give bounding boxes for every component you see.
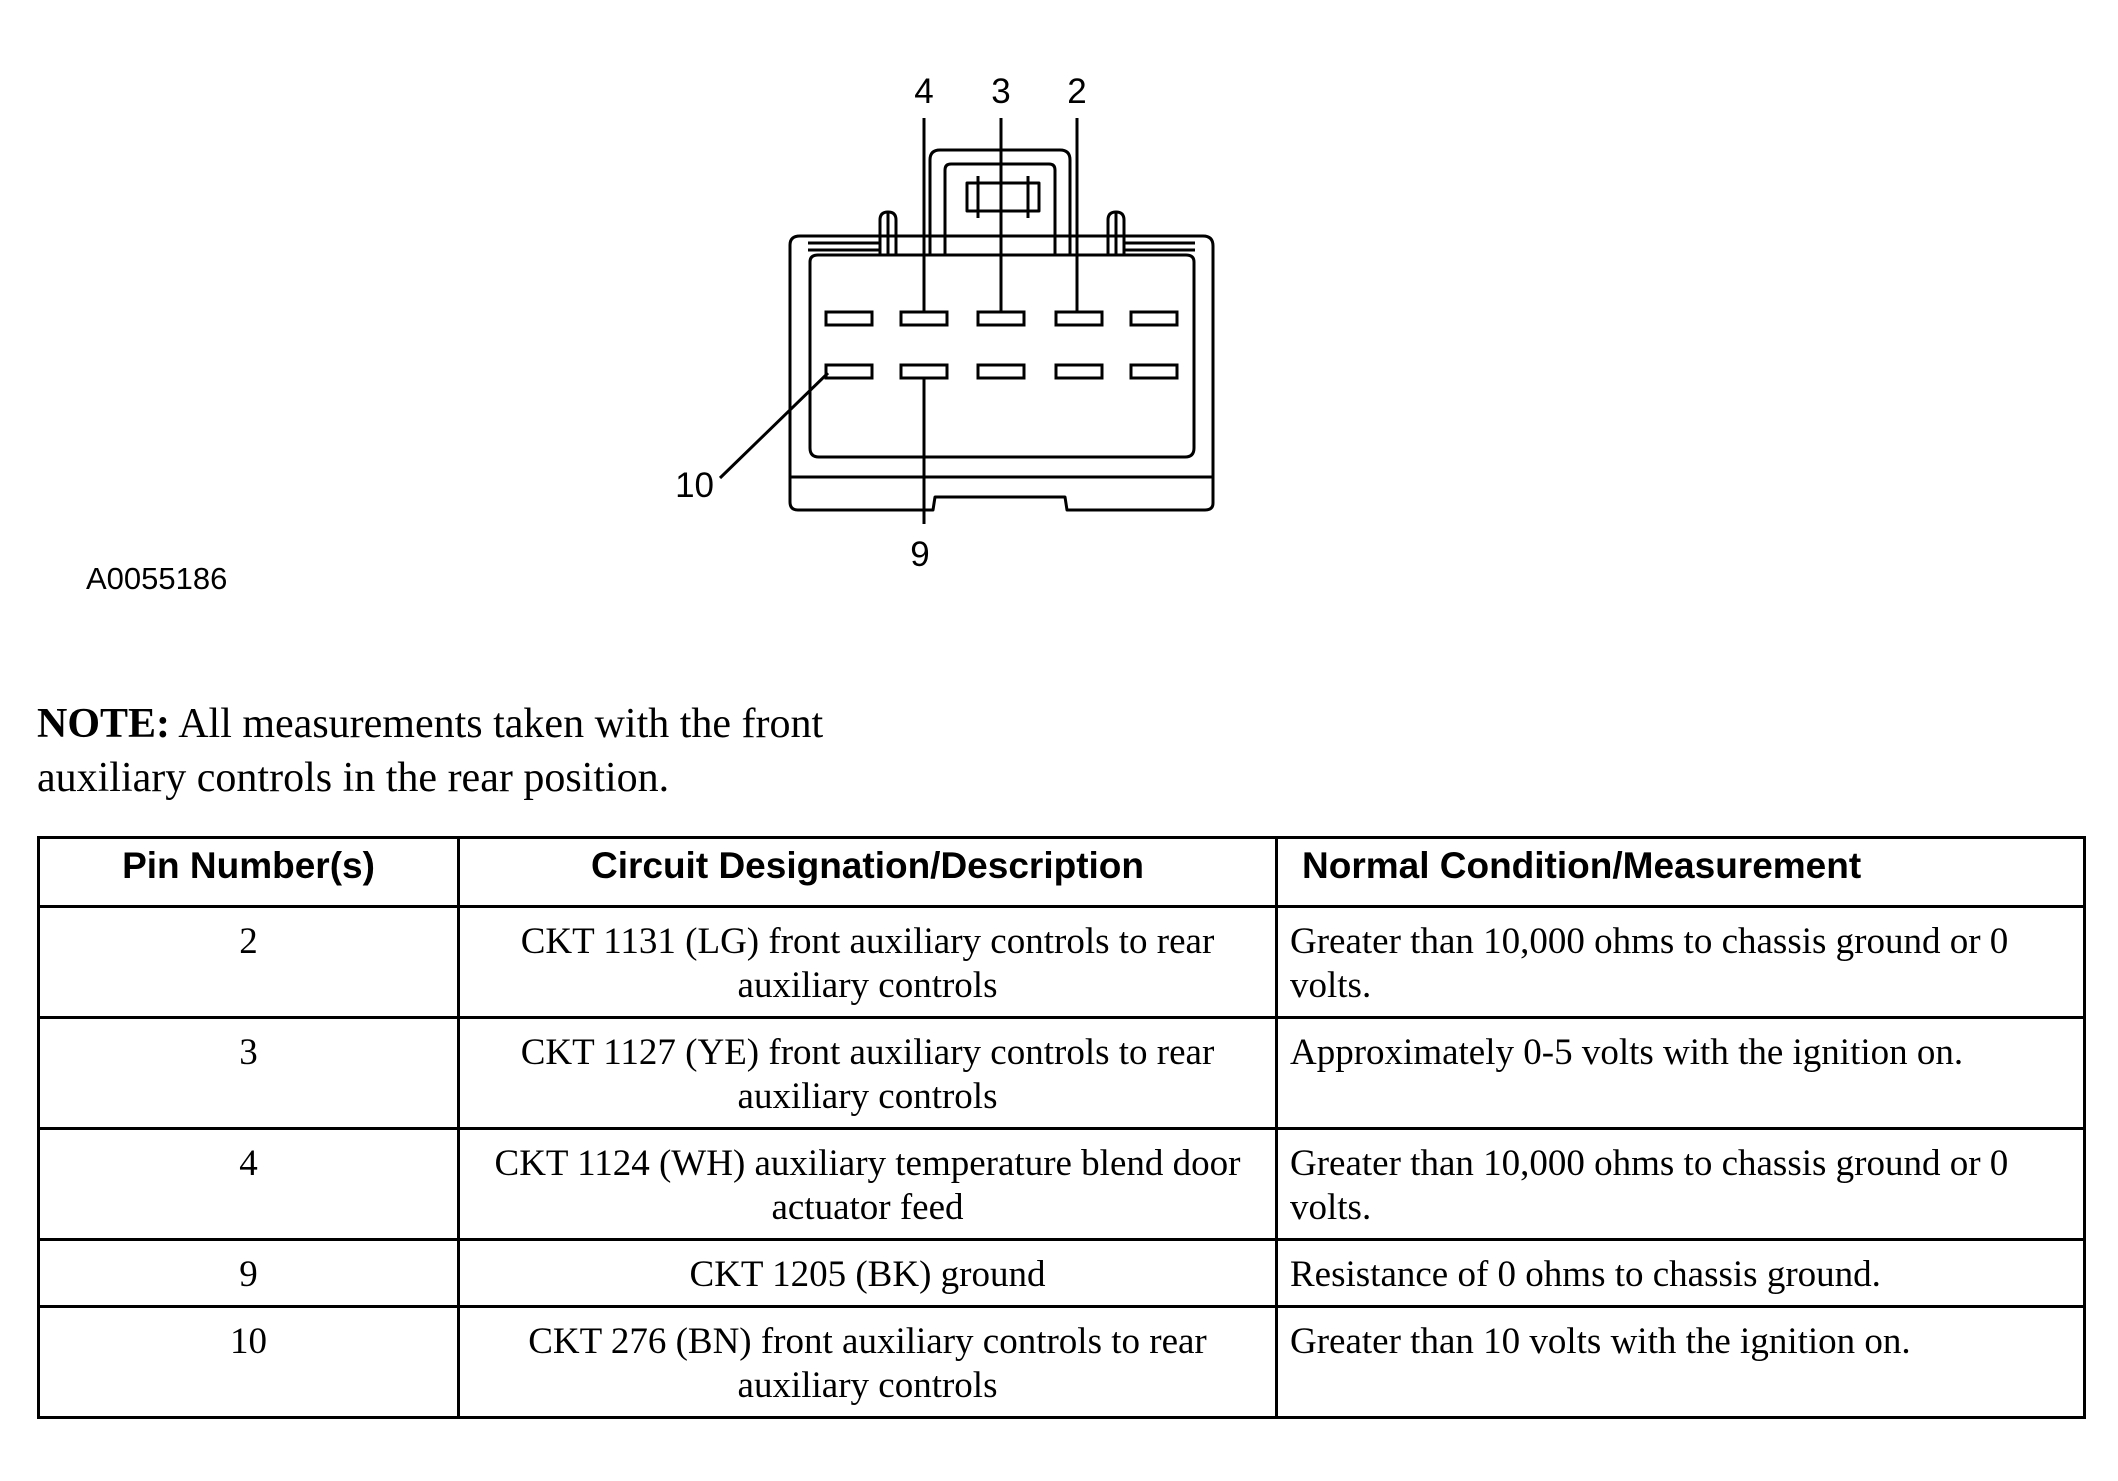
table-row: 3 CKT 1127 (YE) front auxiliary controls… bbox=[37, 1016, 2086, 1130]
callout-2: 2 bbox=[1067, 72, 1086, 111]
terminal-1 bbox=[824, 310, 874, 327]
callout-3: 3 bbox=[991, 72, 1010, 111]
terminal-2-top bbox=[899, 310, 949, 327]
connector-cavity bbox=[808, 253, 1196, 459]
pin-cell: 9 bbox=[37, 1238, 460, 1308]
leader-10 bbox=[718, 371, 830, 480]
terminal-10 bbox=[824, 363, 874, 380]
callout-9: 9 bbox=[910, 535, 929, 574]
measurement-cell: Approximately 0-5 volts with the ignitio… bbox=[1275, 1016, 2086, 1130]
terminal-5 bbox=[1129, 310, 1179, 327]
pin-table: Pin Number(s) Circuit Designation/Descri… bbox=[37, 836, 2086, 1419]
table-row: 4 CKT 1124 (WH) auxiliary temperature bl… bbox=[37, 1127, 2086, 1241]
callout-4: 4 bbox=[914, 72, 933, 111]
connector-diagram: 4 3 2 10 9 A0055186 bbox=[86, 72, 1215, 596]
callout-10: 10 bbox=[675, 466, 714, 505]
note-label: NOTE: bbox=[37, 701, 171, 747]
measurement-cell: Resistance of 0 ohms to chassis ground. bbox=[1275, 1238, 2086, 1308]
figure-id: A0055186 bbox=[86, 561, 227, 596]
measurement-cell: Greater than 10,000 ohms to chassis grou… bbox=[1275, 1127, 2086, 1241]
circuit-cell: CKT 1127 (YE) front auxiliary controls t… bbox=[457, 1016, 1278, 1130]
circuit-cell: CKT 1131 (LG) front auxiliary controls t… bbox=[457, 905, 1278, 1019]
terminal-6 bbox=[1129, 363, 1179, 380]
pin-cell: 2 bbox=[37, 905, 460, 1019]
pin-cell: 4 bbox=[37, 1127, 460, 1241]
terminal-7 bbox=[1054, 363, 1104, 380]
header-measurement: Normal Condition/Measurement bbox=[1275, 836, 2086, 908]
header-pin: Pin Number(s) bbox=[37, 836, 460, 908]
header-circuit: Circuit Designation/Description bbox=[457, 836, 1278, 908]
terminal-9 bbox=[899, 363, 949, 380]
table-row: 2 CKT 1131 (LG) front auxiliary controls… bbox=[37, 905, 2086, 1019]
note: NOTE: All measurements taken with the fr… bbox=[37, 697, 957, 805]
measurement-cell: Greater than 10,000 ohms to chassis grou… bbox=[1275, 905, 2086, 1019]
terminal-4 bbox=[1054, 310, 1104, 327]
circuit-cell: CKT 1205 (BK) ground bbox=[457, 1238, 1278, 1308]
connector-body bbox=[788, 234, 1215, 512]
terminal-8 bbox=[976, 363, 1026, 380]
note-text: All measurements taken with the front au… bbox=[37, 701, 824, 801]
terminal-3 bbox=[976, 310, 1026, 327]
pin-cell: 10 bbox=[37, 1305, 460, 1419]
pin-cell: 3 bbox=[37, 1016, 460, 1130]
table-header-row: Pin Number(s) Circuit Designation/Descri… bbox=[37, 836, 2086, 908]
circuit-cell: CKT 1124 (WH) auxiliary temperature blen… bbox=[457, 1127, 1278, 1241]
connector-latch bbox=[965, 181, 1041, 213]
table-row: 10 CKT 276 (BN) front auxiliary controls… bbox=[37, 1305, 2086, 1419]
circuit-cell: CKT 276 (BN) front auxiliary controls to… bbox=[457, 1305, 1278, 1419]
measurement-cell: Greater than 10 volts with the ignition … bbox=[1275, 1305, 2086, 1419]
table-row: 9 CKT 1205 (BK) ground Resistance of 0 o… bbox=[37, 1238, 2086, 1308]
